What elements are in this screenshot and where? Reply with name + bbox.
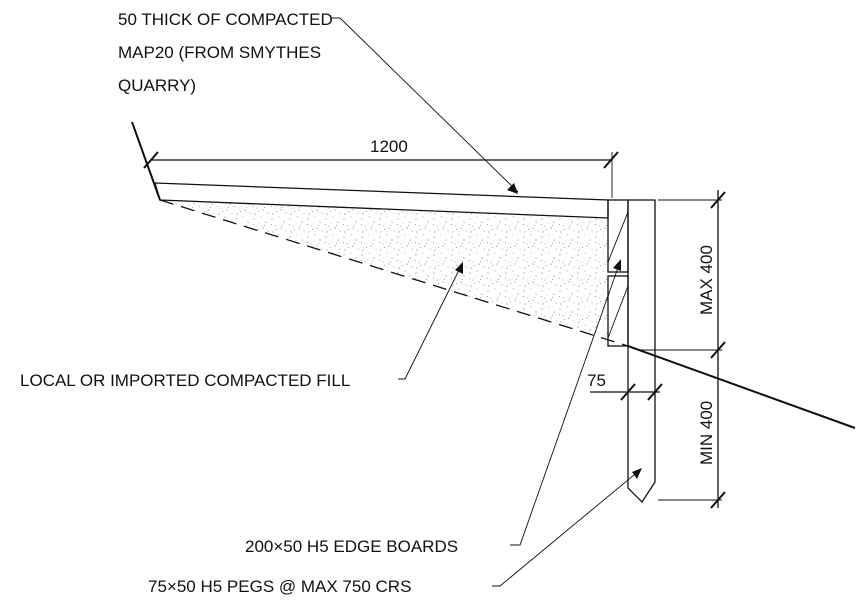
dim-1200-tick-left <box>143 151 159 169</box>
leader-edge-boards <box>510 261 621 546</box>
basecourse-label-line2: MAP20 (FROM SMYTHES <box>118 43 321 62</box>
dim-min-400-label: MIN 400 <box>697 401 716 465</box>
edge-board-hatch-1 <box>607 211 629 263</box>
leader-pegs <box>492 469 641 587</box>
fill-label: LOCAL OR IMPORTED COMPACTED FILL <box>20 371 350 390</box>
dim-1200-label: 1200 <box>370 137 408 156</box>
edge-board-hatch-2 <box>607 285 629 339</box>
dim-1200-tick-right <box>603 151 619 169</box>
dim-tick-mid <box>710 341 726 359</box>
dim-75-tick-right <box>647 383 663 401</box>
leader-fill-arrow <box>455 262 463 274</box>
edge-boards-label: 200×50 H5 EDGE BOARDS <box>245 537 458 556</box>
dim-tick-bottom <box>710 491 726 509</box>
existing-ground-right <box>627 345 856 429</box>
leader-basecourse <box>330 17 519 193</box>
basecourse-label-line3: QUARRY) <box>118 76 196 95</box>
leader-basecourse-arrow <box>507 183 518 194</box>
basecourse-label-line1: 50 THICK OF COMPACTED <box>118 10 333 29</box>
leader-pegs-arrow <box>632 468 642 479</box>
dim-75-label: 75 <box>587 371 606 390</box>
leader-fill <box>398 263 463 380</box>
timber-peg <box>627 199 656 504</box>
subgrade-dashed-line <box>159 199 629 347</box>
pegs-label: 75×50 H5 PEGS @ MAX 750 CRS <box>148 577 411 596</box>
dim-tick-top <box>710 191 726 209</box>
dim-max-400-label: MAX 400 <box>697 245 716 315</box>
existing-ground-left <box>131 121 161 201</box>
dim-75-tick-left <box>620 383 636 401</box>
leader-edge-boards-arrow <box>613 259 621 271</box>
